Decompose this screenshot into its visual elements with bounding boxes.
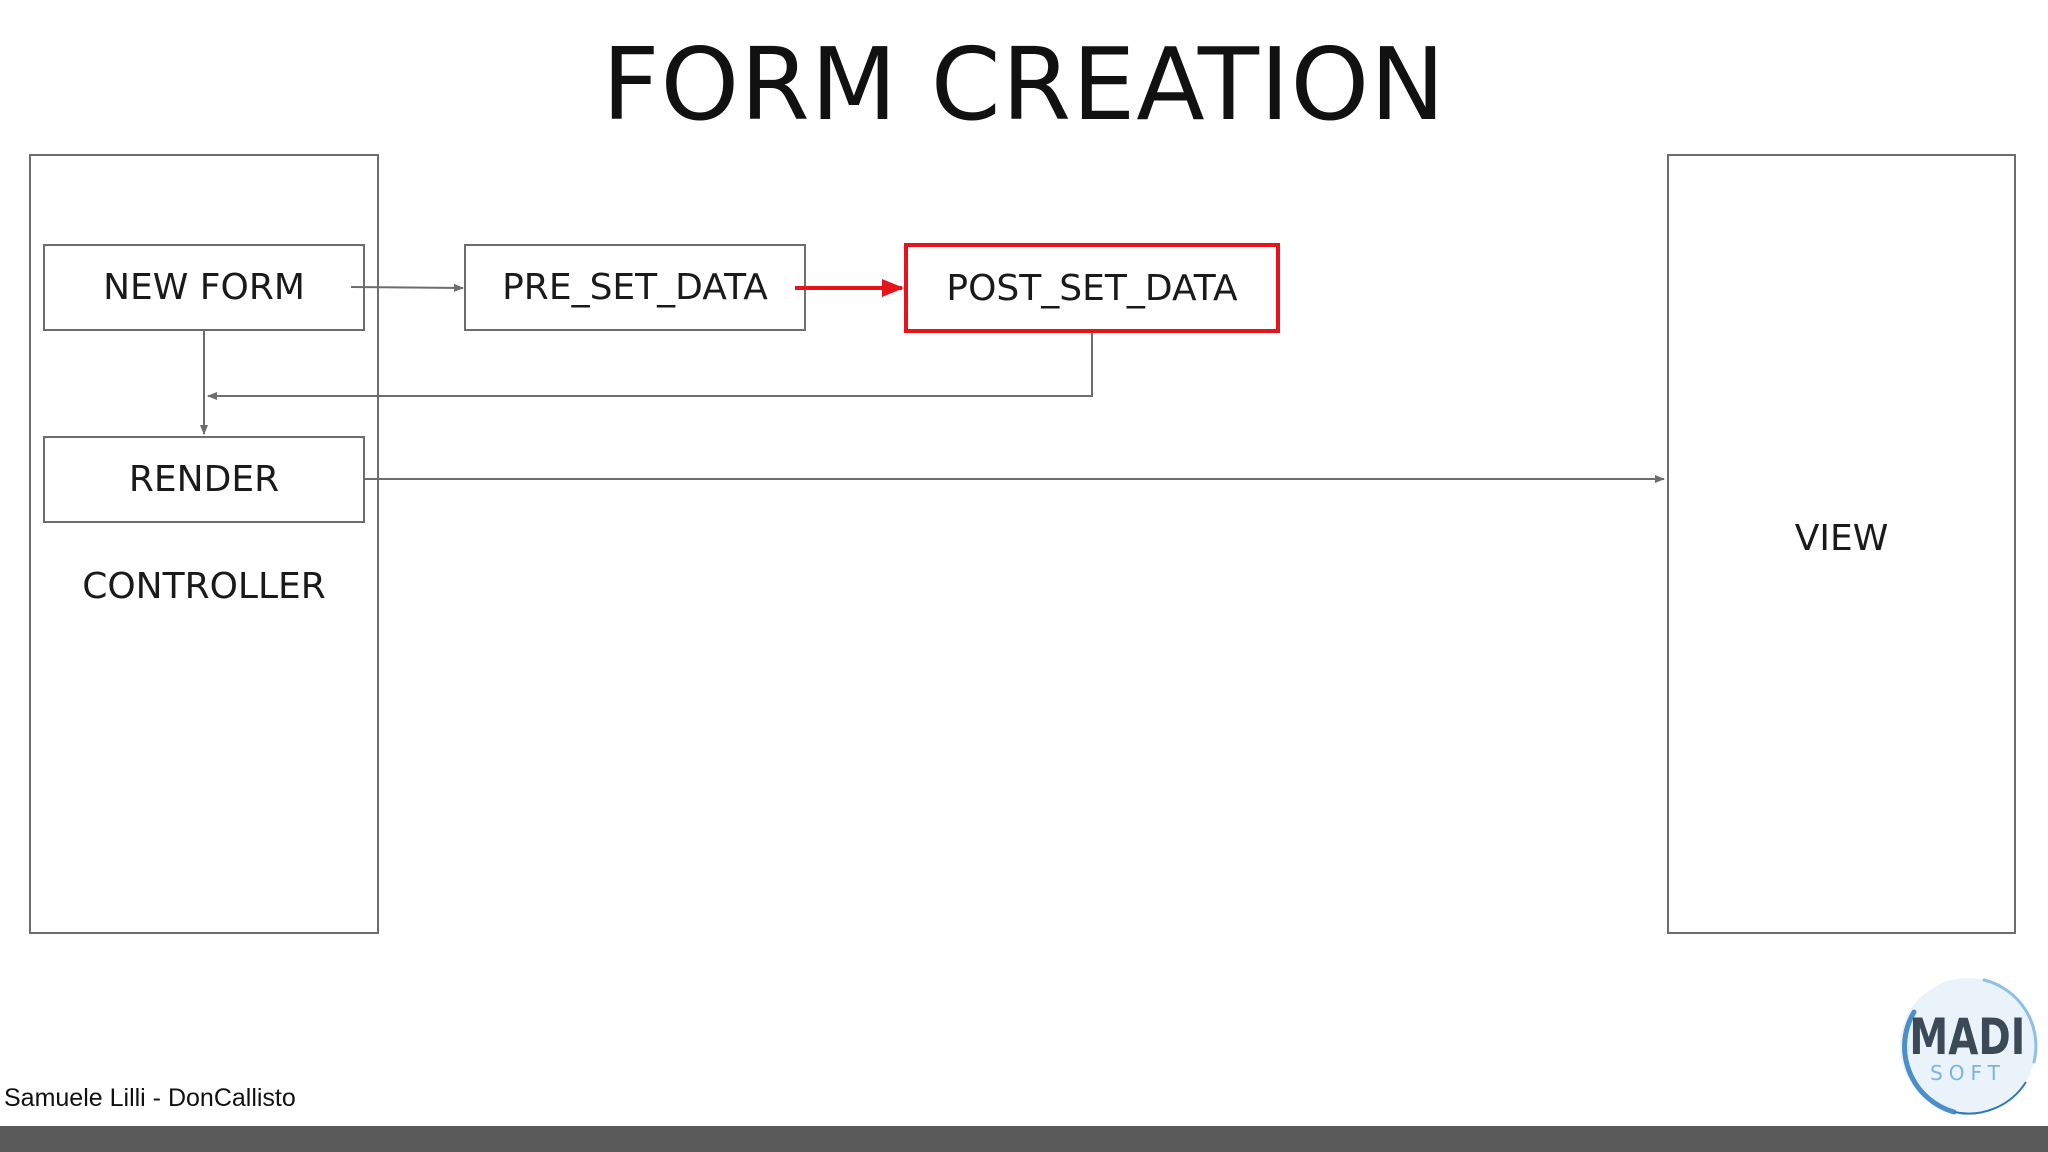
render-node: RENDER bbox=[43, 436, 365, 523]
slide-title: FORM CREATION bbox=[601, 26, 1446, 143]
footer-credit: Samuele Lilli - DonCallisto bbox=[4, 1084, 296, 1112]
view-panel bbox=[1667, 154, 2016, 934]
bottom-bar bbox=[0, 1126, 2048, 1152]
madi-soft-logo: MADI SOFT bbox=[1900, 978, 2038, 1115]
svg-text:MADI: MADI bbox=[1909, 1007, 2025, 1066]
svg-text:SOFT: SOFT bbox=[1930, 1061, 2006, 1085]
new-form-node: NEW FORM bbox=[43, 244, 365, 331]
controller-label: CONTROLLER bbox=[82, 566, 326, 607]
view-label: VIEW bbox=[1794, 518, 1889, 559]
post-set-data-node: POST_SET_DATA bbox=[904, 243, 1280, 333]
pre-set-data-node: PRE_SET_DATA bbox=[464, 244, 806, 331]
